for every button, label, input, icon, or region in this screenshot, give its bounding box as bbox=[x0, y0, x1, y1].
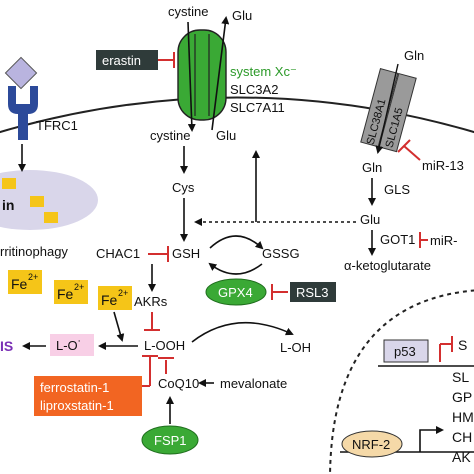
erastin-label: erastin bbox=[102, 53, 141, 68]
cys-label: Cys bbox=[172, 180, 195, 195]
is-label: IS bbox=[0, 338, 13, 354]
fe-sup-1: 2+ bbox=[28, 272, 38, 282]
s-label: S bbox=[458, 337, 467, 353]
coq10-label: CoQ10 bbox=[158, 376, 199, 391]
gene-hm: HM bbox=[452, 409, 474, 425]
lysosome bbox=[0, 170, 98, 230]
tfrc1-stem bbox=[18, 112, 28, 140]
glu-mid-label: Glu bbox=[360, 212, 380, 227]
gln-in-label: Gln bbox=[362, 160, 382, 175]
gln-out-label: Gln bbox=[404, 48, 424, 63]
akrs-label: AKRs bbox=[134, 294, 168, 309]
arrow-gln-import bbox=[375, 63, 399, 154]
cystine-in-label: cystine bbox=[150, 128, 190, 143]
gpx4-node bbox=[205, 278, 267, 306]
glutamine-transporter: SLC38A1 SLC1A5 bbox=[360, 68, 417, 153]
arrow-fe-looh bbox=[113, 311, 125, 342]
cystine-out-label: cystine bbox=[168, 4, 208, 19]
tfrc1-receptor bbox=[8, 86, 38, 114]
ferrostatin-label: ferrostatin-1 bbox=[40, 380, 109, 395]
fe-label-2: Fe bbox=[57, 286, 74, 302]
glu-out-label: Glu bbox=[232, 8, 252, 23]
arrow-looh-loh bbox=[191, 321, 294, 343]
fe-label-3: Fe bbox=[101, 292, 118, 308]
gene-ak: AK bbox=[452, 449, 471, 465]
fe-label-1: Fe bbox=[11, 276, 28, 292]
tfrc1-diamond bbox=[4, 56, 38, 90]
gene-gp: GP bbox=[452, 389, 472, 405]
erastin-box bbox=[96, 50, 158, 70]
slc7a11-label: SLC7A11 bbox=[230, 100, 285, 115]
slc3a2-label: SLC3A2 bbox=[230, 82, 278, 97]
lo-box bbox=[50, 334, 94, 356]
ferritinophagy-label: rritinophagy bbox=[0, 244, 68, 259]
mir13-inhibition bbox=[403, 145, 421, 161]
nucleus-outline bbox=[329, 289, 474, 474]
arrow-glu-export bbox=[211, 16, 230, 131]
gssg-label: GSSG bbox=[262, 246, 300, 261]
ferrostatin-box bbox=[34, 376, 142, 416]
mevalonate-label: mevalonate bbox=[220, 376, 287, 391]
lo-label: L-O˙ bbox=[56, 338, 82, 353]
fe-box-1 bbox=[8, 270, 42, 294]
mir13-inhibition-bar bbox=[397, 139, 411, 153]
cycle-arrow-bottom bbox=[208, 262, 263, 275]
fsp1-label: FSP1 bbox=[154, 433, 187, 448]
gpx4-label: GPX4 bbox=[218, 285, 253, 300]
fe-sup-3: 2+ bbox=[118, 288, 128, 298]
aketo-label: α-ketoglutarate bbox=[344, 258, 431, 273]
nrf2-activation-arrow bbox=[419, 426, 444, 452]
cycle-arrow-top bbox=[209, 235, 264, 250]
got1-label: GOT1 bbox=[380, 232, 415, 247]
ferritin-block bbox=[30, 196, 44, 207]
gls-label: GLS bbox=[384, 182, 410, 197]
glu-in-label: Glu bbox=[216, 128, 236, 143]
p53-label: p53 bbox=[394, 344, 416, 359]
chac1-label: CHAC1 bbox=[96, 246, 140, 261]
cell-membrane bbox=[0, 96, 474, 134]
looh-label: L-OOH bbox=[144, 338, 185, 353]
lysosome-label: in bbox=[2, 197, 14, 213]
liproxstatin-label: liproxstatin-1 bbox=[40, 398, 114, 413]
slc1a5-box bbox=[378, 72, 417, 153]
rsl3-label: RSL3 bbox=[296, 285, 329, 300]
rsl3-box bbox=[290, 282, 336, 302]
nrf2-label: NRF-2 bbox=[352, 437, 390, 452]
p53-box bbox=[383, 339, 429, 363]
gene-ch: CH bbox=[452, 429, 472, 445]
fe-sup-2: 2+ bbox=[74, 282, 84, 292]
fe-box-2 bbox=[54, 280, 88, 304]
arrow-cystine-import bbox=[187, 21, 196, 132]
tfrc1-label: TFRC1 bbox=[36, 118, 78, 133]
loh-label: L-OH bbox=[280, 340, 311, 355]
ferritin-block bbox=[2, 178, 16, 189]
gsh-label: GSH bbox=[172, 246, 200, 261]
nrf2-node bbox=[341, 430, 403, 458]
mir13-label: miR-13 bbox=[422, 158, 464, 173]
system-xc-label: system Xc⁻ bbox=[230, 64, 297, 79]
fsp1-node bbox=[141, 425, 199, 455]
fe-box-3 bbox=[98, 286, 132, 310]
gene-sl: SL bbox=[452, 369, 469, 385]
ferritin-block bbox=[44, 212, 58, 223]
mir-right-label: miR- bbox=[430, 233, 457, 248]
